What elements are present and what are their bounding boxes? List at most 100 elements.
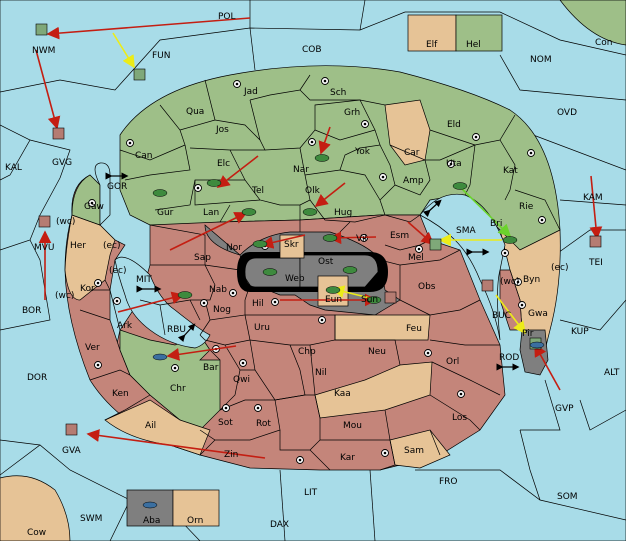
label-rbu: RBU [167, 325, 186, 335]
labels: POL NWM FUN COB Elf Hel Con NOM OVD KAL … [5, 12, 620, 538]
label-mit: MIT [136, 275, 152, 285]
label-gvp: GVP [555, 404, 574, 414]
label-bar: Bar [203, 363, 219, 373]
label-nog: Nog [213, 305, 231, 315]
label-chp: Chp [298, 347, 316, 357]
province-cow[interactable] [0, 475, 71, 541]
province-skr[interactable] [279, 234, 305, 259]
label-gva: GVA [62, 446, 82, 456]
label-mou: Mou [343, 421, 362, 431]
label-rot: Rot [256, 419, 271, 429]
label-hil: Hil [252, 299, 264, 309]
label-nar: Nar [293, 165, 309, 175]
label-swm: SWM [80, 514, 102, 524]
strait-markers [105, 172, 520, 371]
label-qwi: Qwi [233, 375, 250, 385]
label-ost: Ost [318, 257, 334, 267]
label-esm: Esm [390, 231, 409, 241]
label-vil: Vil [356, 234, 367, 244]
label-dor: DOR [27, 373, 47, 383]
label-som: SOM [557, 492, 578, 502]
label-nil: Nil [315, 368, 327, 378]
label-dax: DAX [270, 520, 289, 530]
label-wc1: (wc) [56, 217, 75, 227]
label-ken: Ken [112, 389, 129, 399]
label-sam: Sam [404, 446, 424, 456]
label-cow: Cow [27, 528, 46, 538]
label-gur: Gur [157, 208, 174, 218]
label-hel: Hel [466, 40, 481, 50]
label-tei: TEI [588, 258, 603, 268]
label-ark: Ark [117, 321, 133, 331]
label-skr: Skr [284, 240, 299, 250]
label-con: Con [595, 38, 613, 48]
label-elc: Elc [217, 159, 230, 169]
label-her: Her [70, 241, 86, 251]
province-kaa[interactable] [314, 361, 433, 419]
label-obs: Obs [418, 282, 436, 292]
label-gaw: Gaw [84, 202, 104, 212]
units [35, 23, 602, 509]
label-orl: Orl [446, 357, 459, 367]
province-orn[interactable] [172, 489, 220, 527]
label-fro: FRO [439, 477, 458, 487]
label-ail: Ail [145, 421, 156, 431]
supply-centers [88, 77, 546, 464]
label-nom: NOM [530, 55, 552, 65]
label-kar: Kar [340, 453, 355, 463]
label-neu: Neu [368, 347, 386, 357]
label-buc: BUC [492, 311, 511, 321]
label-amp: Amp [403, 176, 424, 186]
label-jad: Jad [243, 87, 258, 97]
label-wc2: (wc) [55, 291, 74, 301]
label-qua: Qua [186, 107, 204, 117]
label-cob: COB [302, 45, 322, 55]
province-gaw[interactable] [71, 174, 101, 226]
label-alt: ALT [604, 368, 620, 378]
label-fun: FUN [152, 51, 171, 61]
label-eun: Eun [325, 295, 342, 305]
label-mvu: MVU [34, 243, 55, 253]
label-chr: Chr [170, 384, 186, 394]
label-uta: Uta [446, 159, 462, 169]
label-gwa: Gwa [528, 309, 548, 319]
label-gor: GOR [107, 182, 127, 192]
label-lan: Lan [203, 208, 219, 218]
label-tel: Tel [251, 186, 264, 196]
label-aba: Aba [143, 516, 160, 526]
label-kup: KUP [571, 327, 589, 337]
label-ver: Ver [85, 343, 100, 353]
label-mel: Mel [408, 253, 424, 263]
label-elf: Elf [426, 40, 438, 50]
orders [35, 17, 603, 459]
province-hel[interactable] [455, 14, 503, 52]
label-sma: SMA [456, 226, 476, 236]
label-sch: Sch [330, 88, 346, 98]
label-yok: Yok [354, 147, 371, 157]
label-byn: Byn [523, 275, 540, 285]
label-nwm: NWM [32, 46, 55, 56]
label-los: Los [452, 413, 467, 423]
label-rie: Rie [519, 202, 534, 212]
label-rod: ROD [499, 353, 519, 363]
label-zin: Zin [224, 450, 238, 460]
label-ec2: (ec) [109, 266, 127, 276]
label-car: Car [404, 148, 420, 158]
label-olk: Olk [305, 186, 321, 196]
label-ec3: (ec) [551, 263, 569, 273]
label-kor: Kor [80, 284, 95, 294]
label-kaa: Kaa [334, 389, 351, 399]
label-nor: Nor [226, 243, 242, 253]
label-kam: KAM [583, 193, 603, 203]
label-wc3: (wc) [500, 277, 519, 287]
label-sun: Sun [361, 295, 378, 305]
label-bor: BOR [22, 306, 41, 316]
label-web: Web [285, 274, 305, 284]
label-can: Can [135, 151, 153, 161]
label-pir: Pir [522, 329, 534, 339]
label-grh: Grh [344, 108, 360, 118]
label-kat: Kat [503, 166, 518, 176]
province-elf[interactable] [407, 14, 457, 52]
label-uru: Uru [254, 323, 270, 333]
